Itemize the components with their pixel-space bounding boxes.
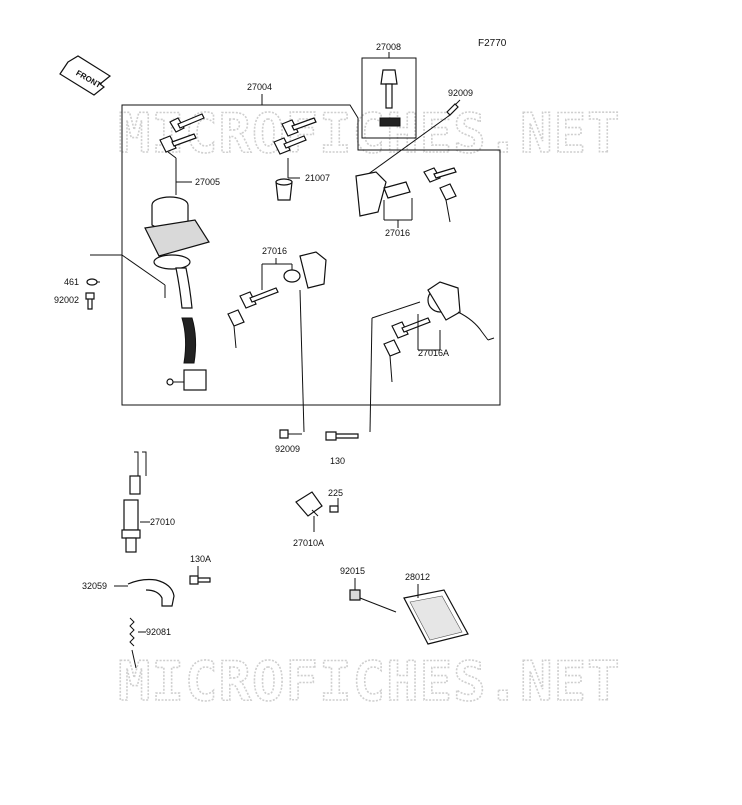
reflector-28012 bbox=[403, 589, 469, 645]
label-27005: 27005 bbox=[195, 177, 220, 187]
watermark-top: MICROFICHES.NET bbox=[118, 102, 621, 165]
spring-92081 bbox=[129, 617, 135, 647]
label-92015: 92015 bbox=[340, 566, 365, 576]
label-27008: 27008 bbox=[376, 42, 401, 52]
label-130: 130 bbox=[330, 456, 345, 466]
seat-lock-27016-right bbox=[355, 167, 457, 223]
label-21007: 21007 bbox=[305, 173, 330, 183]
screw-92009-bottom bbox=[279, 429, 289, 439]
label-27016A: 27016A bbox=[418, 348, 449, 358]
label-92009-top: 92009 bbox=[448, 88, 473, 98]
screw-92009-top bbox=[446, 103, 459, 116]
keys-21007 bbox=[273, 117, 317, 201]
bolt-130 bbox=[325, 431, 359, 441]
label-32059: 32059 bbox=[82, 581, 107, 591]
label-27004: 27004 bbox=[247, 82, 272, 92]
assembly-27004-outline bbox=[121, 104, 501, 406]
bolt-130A bbox=[189, 575, 211, 585]
washer-461 bbox=[86, 278, 98, 286]
keys-27005 bbox=[159, 113, 205, 153]
switch-27010A bbox=[295, 491, 339, 517]
key-tag-27008 bbox=[361, 52, 417, 139]
switch-27010 bbox=[121, 451, 147, 553]
front-arrow-icon: FRONT bbox=[59, 55, 112, 96]
label-461: 461 bbox=[64, 277, 79, 287]
figure-code: F2770 bbox=[478, 38, 507, 49]
bolt-92002 bbox=[85, 292, 95, 310]
label-27010: 27010 bbox=[150, 517, 175, 527]
label-27016-mid: 27016 bbox=[262, 246, 287, 256]
label-27010A: 27010A bbox=[293, 538, 324, 548]
label-92009-bottom: 92009 bbox=[275, 444, 300, 454]
helmet-lock-27016A bbox=[383, 281, 495, 383]
nut-92015 bbox=[349, 589, 361, 601]
label-27016-right: 27016 bbox=[385, 228, 410, 238]
seat-lock-27016-mid bbox=[227, 251, 327, 349]
label-225: 225 bbox=[328, 488, 343, 498]
label-130A: 130A bbox=[190, 554, 211, 564]
label-28012: 28012 bbox=[405, 572, 430, 582]
label-92081: 92081 bbox=[146, 627, 171, 637]
bracket-32059 bbox=[127, 578, 175, 607]
watermark-bottom: MICROFICHES.NET bbox=[118, 650, 621, 713]
ignition-switch-27004 bbox=[144, 196, 210, 391]
label-92002: 92002 bbox=[54, 295, 79, 305]
